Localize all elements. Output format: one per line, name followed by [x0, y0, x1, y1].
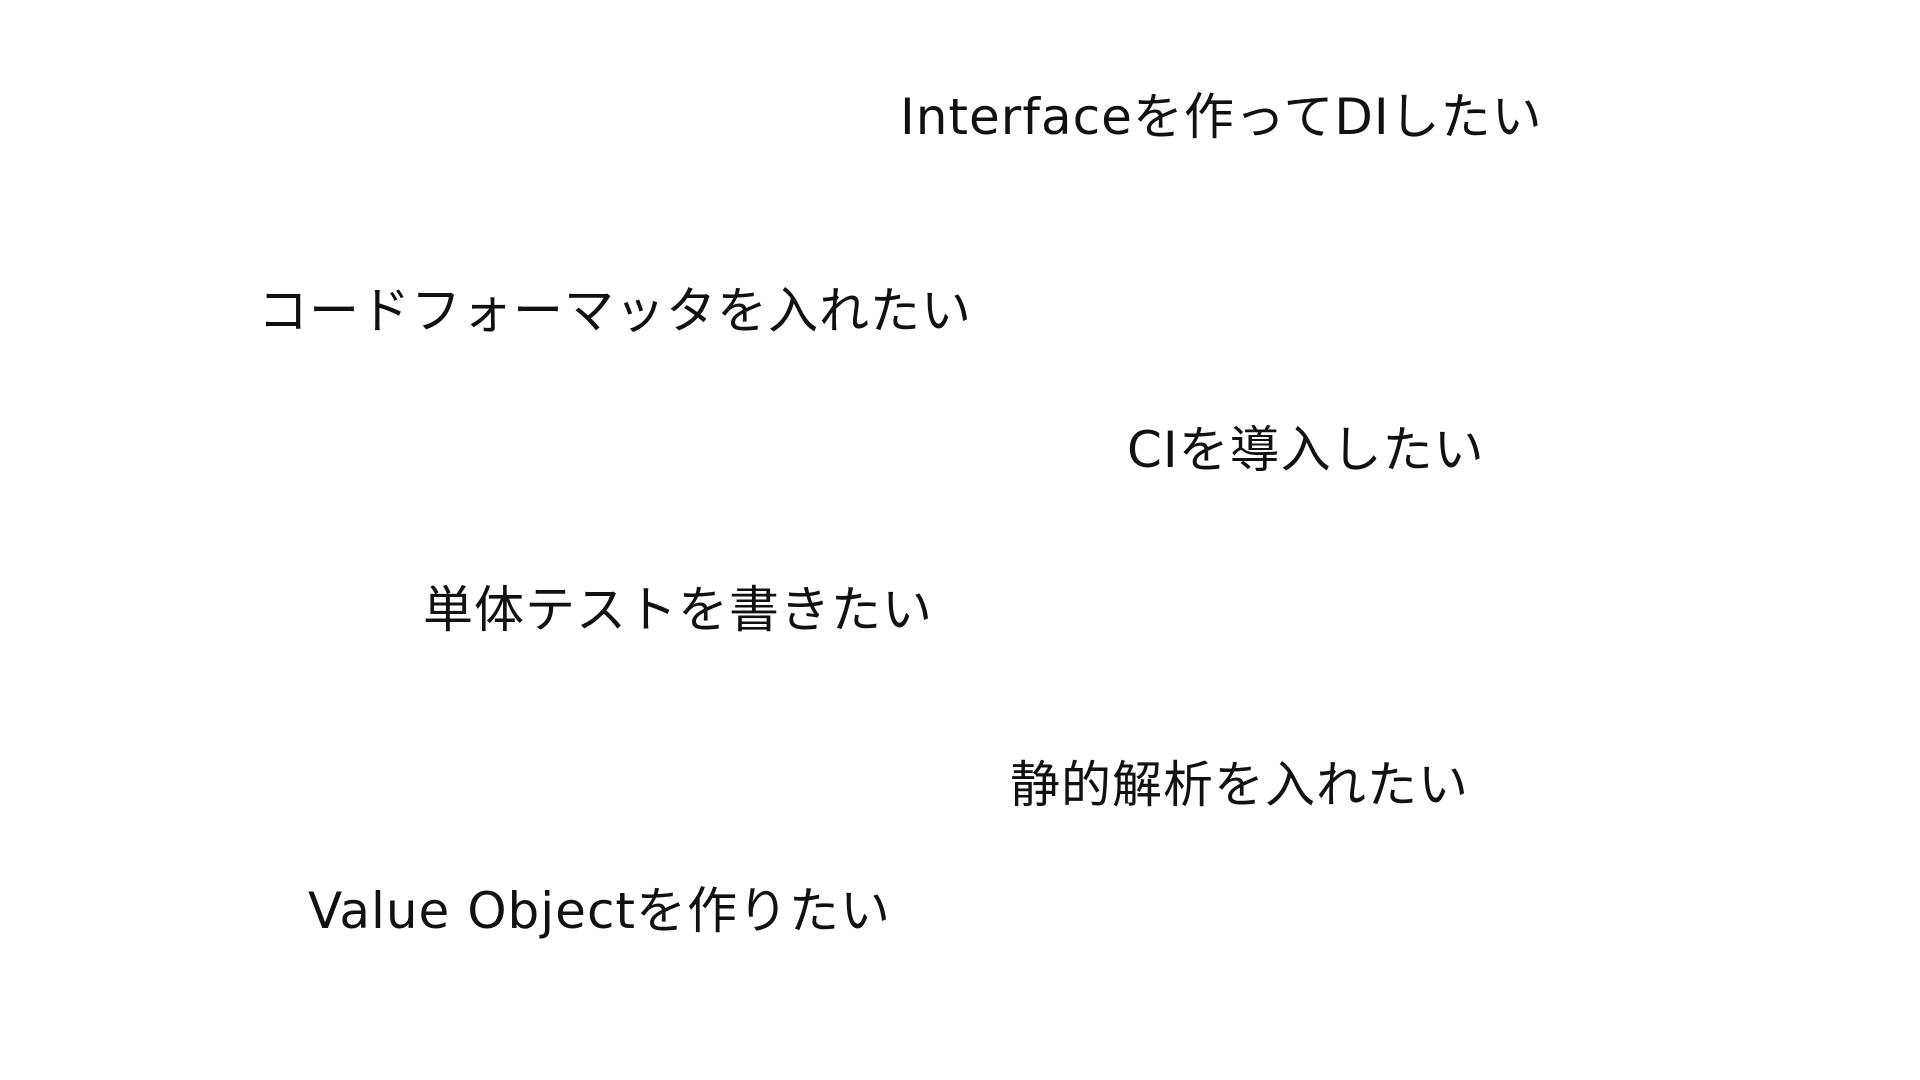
wish-interface-di: Interfaceを作ってDIしたい [900, 88, 1543, 146]
wish-code-formatter: コードフォーマッタを入れたい [258, 282, 972, 340]
wish-value-object: Value Objectを作りたい [308, 882, 892, 940]
wish-ci: CIを導入したい [1127, 421, 1485, 479]
wish-unit-test: 単体テストを書きたい [423, 581, 933, 639]
wish-static-analysis: 静的解析を入れたい [1010, 756, 1469, 814]
